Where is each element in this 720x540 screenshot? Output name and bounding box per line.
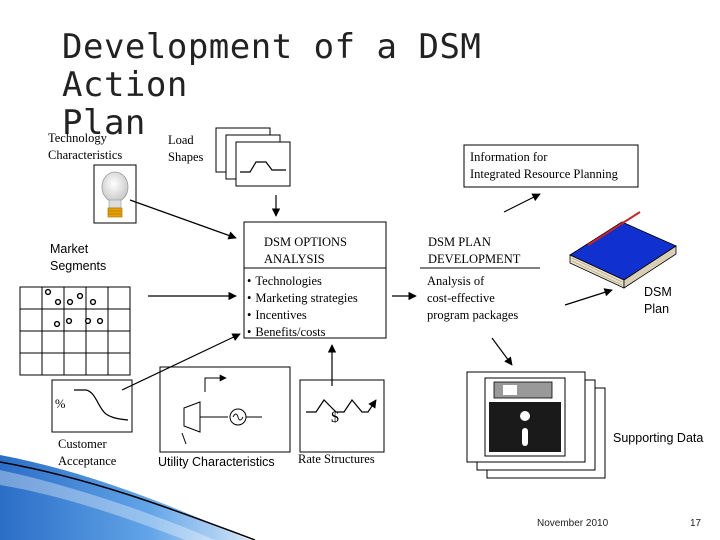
customer-acceptance-chart bbox=[51, 379, 133, 433]
page-title: Development of a DSM Action Plan bbox=[62, 28, 622, 142]
information-label: Information for Integrated Resource Plan… bbox=[470, 149, 618, 183]
technology-label: Technology Characteristics bbox=[48, 130, 122, 164]
dsm-plan-line-2: Plan bbox=[644, 302, 670, 316]
information-box bbox=[463, 144, 639, 188]
dsm-plan-dev-line-1: DSM PLAN bbox=[428, 235, 491, 249]
rate-structures-label: Rate Structures bbox=[298, 452, 375, 466]
flow-arrows bbox=[121, 193, 613, 391]
dsm-plan-line-1: DSM bbox=[644, 285, 672, 299]
technology-label-line-1: Technology bbox=[48, 131, 107, 145]
title-line-1: Development of a DSM Action bbox=[62, 27, 482, 105]
information-label-line-1: Information for bbox=[470, 150, 548, 164]
analysis-line-1: Analysis of bbox=[427, 274, 485, 288]
options-bullet-list: Technologies Marketing strategies Incent… bbox=[247, 273, 358, 341]
dsm-options-label: DSM OPTIONS ANALYSIS bbox=[264, 234, 347, 268]
customer-line-1: Customer bbox=[58, 437, 107, 451]
percent-label: % bbox=[55, 397, 66, 411]
rate-structures-panel bbox=[299, 379, 385, 453]
dsm-plan-label: DSM Plan bbox=[644, 284, 672, 318]
technology-label-line-2: Characteristics bbox=[48, 148, 123, 162]
load-label-line-2: Shapes bbox=[168, 150, 204, 164]
load-shapes-label: Load Shapes bbox=[168, 132, 203, 166]
dollar-label: $ bbox=[331, 409, 339, 426]
analysis-line-3: program packages bbox=[427, 308, 519, 322]
dsm-plan-dev-line-2: DEVELOPMENT bbox=[428, 252, 521, 266]
bullet-technologies: Technologies bbox=[247, 273, 358, 290]
load-label-line-1: Load bbox=[168, 133, 194, 147]
bullet-marketing: Marketing strategies bbox=[247, 290, 357, 307]
customer-acceptance-label: Customer Acceptance bbox=[58, 436, 116, 470]
load-shapes-icon bbox=[215, 127, 291, 187]
analysis-label: Analysis of cost-effective program packa… bbox=[427, 273, 518, 324]
book-icon bbox=[569, 211, 677, 289]
footer-date: November 2010 bbox=[537, 518, 609, 529]
analysis-line-2: cost-effective bbox=[427, 291, 495, 305]
supporting-data-icon bbox=[466, 371, 606, 479]
utility-characteristics-label: Utility Characteristics bbox=[158, 455, 275, 469]
dsm-plan-development-label: DSM PLAN DEVELOPMENT bbox=[428, 234, 520, 268]
title-line-2: Plan bbox=[62, 103, 146, 143]
market-segments-label: Market Segments bbox=[50, 241, 106, 275]
market-segments-grid bbox=[19, 286, 131, 376]
page-number: 17 bbox=[690, 518, 702, 529]
dsm-options-label-line-1: DSM OPTIONS bbox=[264, 235, 348, 249]
lightbulb-icon bbox=[93, 164, 137, 224]
bullet-benefits: Benefits/costs bbox=[247, 324, 358, 341]
dsm-options-label-line-2: ANALYSIS bbox=[264, 252, 325, 266]
market-label-line-1: Market bbox=[50, 242, 89, 256]
market-label-line-2: Segments bbox=[50, 259, 107, 273]
utility-characteristics-panel bbox=[159, 366, 291, 453]
bullet-incentives: Incentives bbox=[247, 307, 358, 324]
supporting-data-label: Supporting Data bbox=[613, 431, 704, 445]
information-label-line-2: Integrated Resource Planning bbox=[470, 167, 618, 181]
swoosh-decoration bbox=[0, 455, 256, 540]
market-segment-dots bbox=[44, 288, 104, 328]
customer-line-2: Acceptance bbox=[58, 454, 117, 468]
